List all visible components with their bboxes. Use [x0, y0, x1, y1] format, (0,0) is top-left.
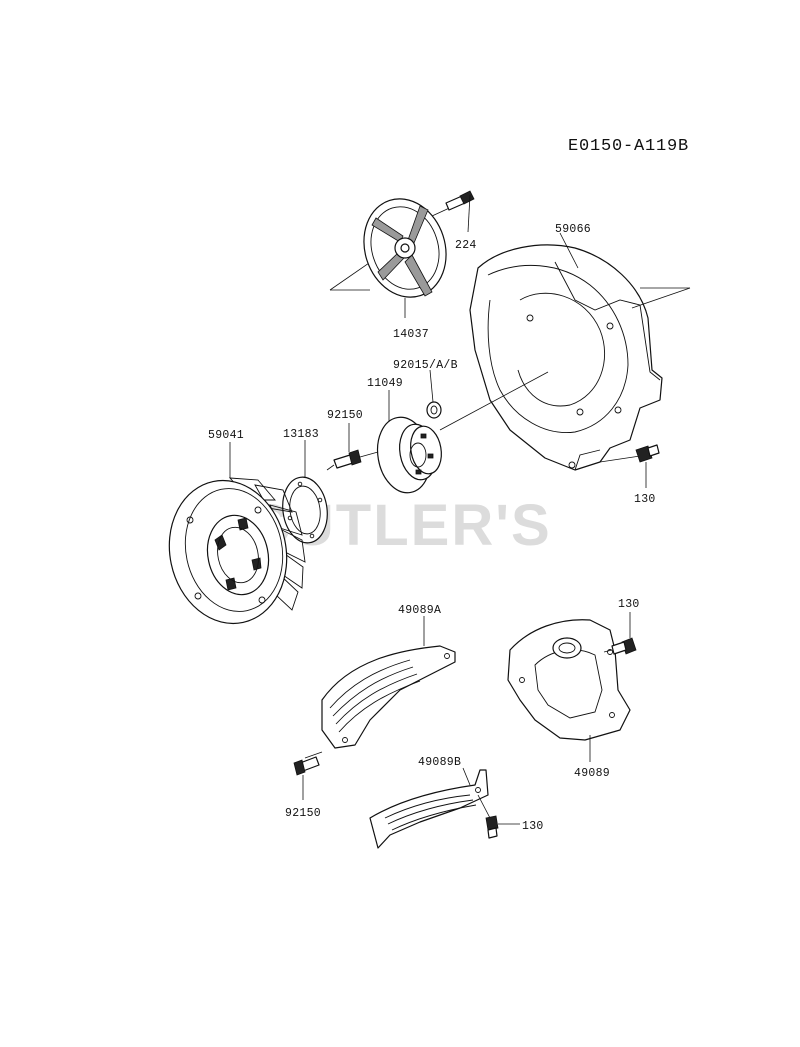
- label-92150-bottom: 92150: [285, 807, 321, 820]
- label-11049: 11049: [367, 377, 403, 390]
- label-49089: 49089: [574, 767, 610, 780]
- part-130-bolt-bottom: [477, 794, 520, 839]
- part-59066-fan-housing: [469, 232, 691, 471]
- label-13183: 13183: [283, 428, 319, 441]
- label-14037: 14037: [393, 328, 429, 341]
- part-92150-bolt-top: [333, 423, 379, 469]
- diagram-code: E0150-A119B: [568, 137, 689, 156]
- label-92015: 92015/A/B: [393, 359, 458, 372]
- label-49089A: 49089A: [398, 604, 441, 617]
- label-49089B: 49089B: [418, 756, 461, 769]
- part-130-bolt-housing: [599, 444, 660, 488]
- part-224-bolt: [431, 190, 475, 233]
- label-59041: 59041: [208, 429, 244, 442]
- label-130-bottom: 130: [522, 820, 544, 833]
- part-49089B-lower-baffle: [369, 767, 489, 849]
- label-130-housing: 130: [634, 493, 656, 506]
- label-224: 224: [455, 239, 477, 252]
- part-92015-nut: [426, 369, 442, 419]
- part-13183-plate: [282, 440, 335, 544]
- part-11049-starter-pulley: [376, 371, 549, 494]
- label-59066: 59066: [555, 223, 591, 236]
- label-130-cover: 130: [618, 598, 640, 611]
- part-49089A-baffle: [321, 616, 456, 749]
- part-130-bolt-cover: [603, 612, 637, 655]
- part-49089-cover: [507, 619, 631, 762]
- part-92150-bolt-bottom: [293, 751, 323, 800]
- part-14037-screen: [329, 198, 447, 318]
- part-59041-flywheel: [168, 442, 306, 625]
- label-92150-top: 92150: [327, 409, 363, 422]
